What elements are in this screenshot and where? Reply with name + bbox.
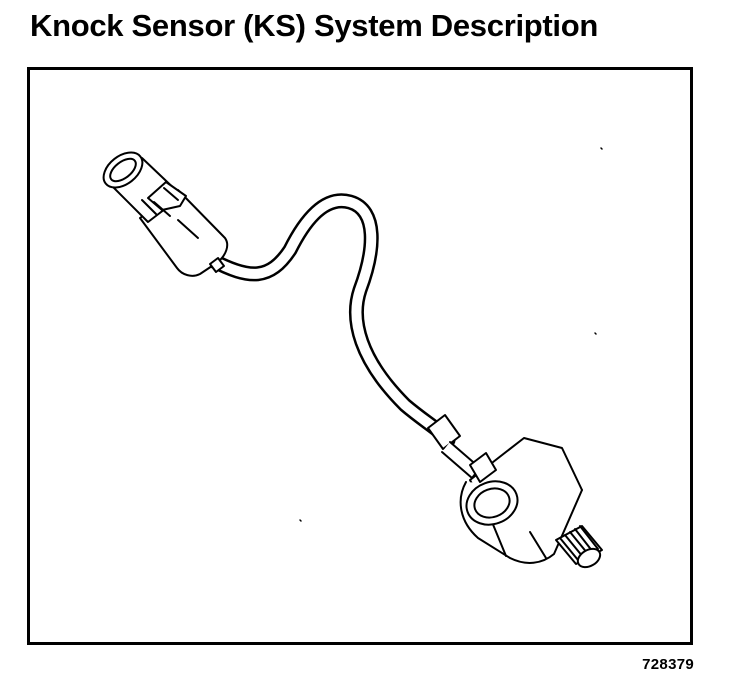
sensor-wire [204,193,456,448]
scan-speckles [299,147,603,522]
page-title: Knock Sensor (KS) System Description [30,8,599,43]
figure-number: 728379 [642,656,694,673]
wire-sleeve [427,414,481,479]
electrical-connector [102,151,229,277]
knock-sensor-body [459,437,583,564]
knock-sensor-illustration [102,147,603,569]
figure-frame [27,67,693,645]
threaded-stud [555,525,603,569]
